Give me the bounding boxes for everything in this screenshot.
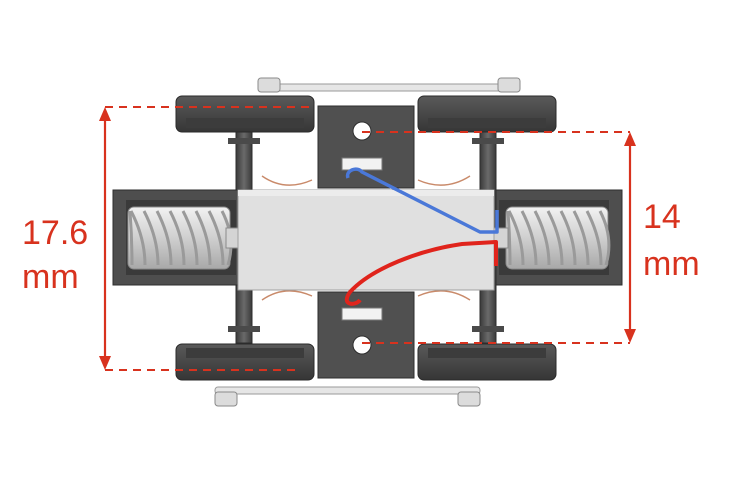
worm-gear-left (127, 206, 241, 270)
worm-thread (598, 210, 611, 266)
center-plate-top (317, 105, 415, 189)
worm-thread (168, 210, 186, 266)
dimension-outer-value: 17.6 (22, 214, 88, 252)
worm-thread (155, 210, 173, 266)
worm-thread (507, 210, 525, 266)
wire-positive (344, 240, 498, 306)
worm-gear-right (493, 206, 611, 270)
worm-thread (181, 210, 199, 266)
worm-thread (194, 210, 212, 266)
worm-thread (506, 210, 512, 266)
worm-thread (559, 210, 577, 266)
worm-thread (128, 210, 134, 266)
worm-thread (129, 210, 147, 266)
wheel-top-right (417, 95, 557, 133)
center-plate-bottom (317, 291, 415, 379)
wheel-top-left (175, 95, 315, 133)
dimension-hole-spacing: 14 mm (362, 131, 700, 344)
wire-negative (345, 167, 499, 234)
wheel-bottom-right (417, 343, 557, 381)
wheel-bottom-left (175, 343, 315, 381)
worm-thread (520, 210, 538, 266)
worm-thread (207, 210, 225, 266)
dimension-outer-unit: mm (22, 258, 79, 296)
worm-thread (572, 210, 590, 266)
worm-thread (142, 210, 160, 266)
worm-thread (546, 210, 564, 266)
pickup-springs (261, 175, 471, 301)
coupling-rod-top (257, 77, 521, 93)
worm-thread (533, 210, 551, 266)
mounting-hole-bottom (352, 335, 372, 355)
coupling-rod-bottom (214, 386, 481, 407)
dimension-hole-unit: mm (643, 245, 700, 283)
dimension-hole-value: 14 (643, 198, 681, 236)
dimension-outer-width: 17.6 mm (22, 106, 310, 371)
worm-thread (585, 210, 603, 266)
motor-body (237, 189, 495, 291)
